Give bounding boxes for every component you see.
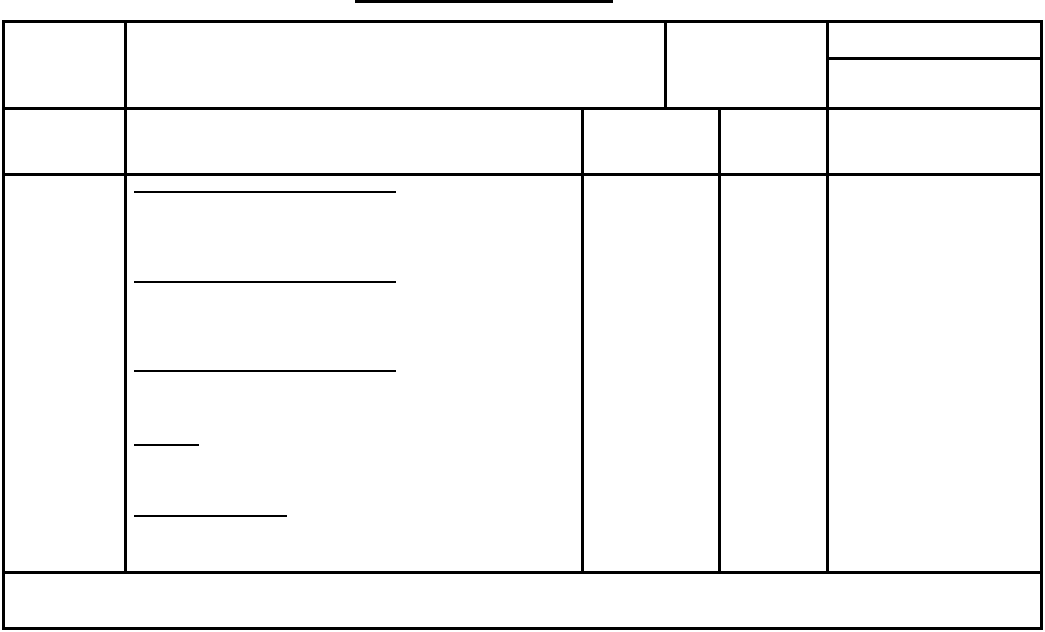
frame-left (2, 20, 5, 630)
body-col-divider-4 (826, 107, 829, 573)
body-col-divider-2 (581, 107, 584, 573)
frame-bottom (2, 627, 1043, 630)
footer-divider (2, 571, 1043, 574)
body-col-divider-3 (718, 107, 721, 573)
header-col-divider-1 (124, 20, 127, 107)
header-col-divider-3 (826, 20, 829, 107)
header-right-subdivider (826, 57, 1043, 60)
header-row-divider (2, 107, 1043, 110)
entry-underline (134, 191, 396, 193)
entry-underline (134, 370, 396, 372)
frame-top (2, 20, 1043, 23)
frame-right (1040, 20, 1043, 630)
column-header-divider (2, 173, 1043, 176)
entry-underline (134, 281, 396, 283)
entry-underline (134, 444, 199, 446)
body-col-divider-1 (124, 107, 127, 573)
entry-underline (134, 515, 287, 517)
header-col-divider-2 (664, 20, 667, 107)
form-title-underline (355, 0, 613, 3)
